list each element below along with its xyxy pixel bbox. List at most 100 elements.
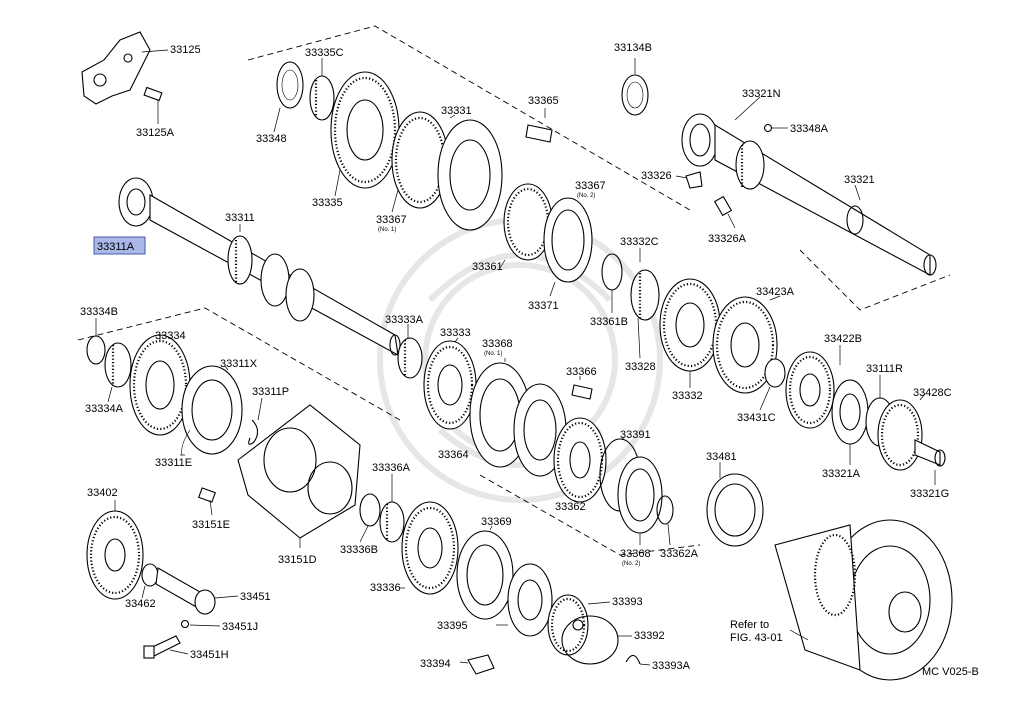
part-reference-housing[interactable] <box>774 519 953 681</box>
label-33151E[interactable]: 33151E <box>192 519 230 531</box>
part-33364-synchro-assembly[interactable] <box>469 358 567 477</box>
label-33451[interactable]: 33451 <box>240 591 271 603</box>
part-33393-gear[interactable] <box>547 594 611 656</box>
label-33321G[interactable]: 33321G <box>910 488 949 500</box>
part-33362A-snap-ring[interactable] <box>656 495 674 546</box>
label-33311P[interactable]: 33311P <box>252 386 289 398</box>
part-33431C-spacer[interactable] <box>759 358 786 411</box>
label-33334[interactable]: 33334 <box>155 330 186 342</box>
part-33394-block[interactable] <box>459 654 495 675</box>
label-33321[interactable]: 33321 <box>844 174 875 186</box>
label-33125A[interactable]: 33125A <box>136 127 175 139</box>
part-33326A-bolt[interactable] <box>713 195 736 229</box>
part-33336B-snap-ring[interactable] <box>359 493 381 543</box>
part-33332-gear[interactable] <box>659 278 721 388</box>
label-33402[interactable]: 33402 <box>87 487 118 499</box>
label-33422B[interactable]: 33422B <box>824 333 862 345</box>
part-33369-ring[interactable] <box>456 525 514 620</box>
label-33368-no1[interactable]: 33368 <box>482 338 513 350</box>
label-33326A[interactable]: 33326A <box>708 233 747 245</box>
label-33311[interactable]: 33311 <box>225 212 255 224</box>
part-33332C-bearing[interactable] <box>630 248 660 359</box>
label-33311E[interactable]: 33311E <box>155 457 192 469</box>
label-33423A[interactable]: 33423A <box>756 286 795 298</box>
label-33333[interactable]: 33333 <box>440 327 471 339</box>
label-33348[interactable]: 33348 <box>256 133 287 145</box>
part-33348A-ball[interactable] <box>763 123 789 133</box>
part-33451-shaft[interactable] <box>155 567 239 615</box>
label-33462[interactable]: 33462 <box>125 598 156 610</box>
label-33392[interactable]: 33392 <box>634 630 665 642</box>
part-33321-output-shaft[interactable] <box>681 96 937 276</box>
label-33335C[interactable]: 33335C <box>305 47 344 59</box>
label-33393A[interactable]: 33393A <box>652 660 691 672</box>
label-33362[interactable]: 33362 <box>555 501 586 513</box>
label-33428C[interactable]: 33428C <box>913 387 952 399</box>
part-33451J-ball[interactable] <box>180 619 221 629</box>
label-33451J[interactable]: 33451J <box>222 621 258 633</box>
label-33111R[interactable]: 33111R <box>866 363 903 375</box>
label-33451H[interactable]: 33451H <box>190 649 229 661</box>
part-33428C-gear[interactable] <box>877 393 926 471</box>
label-33336[interactable]: 33336 <box>370 582 401 594</box>
part-33392-ring[interactable] <box>561 615 632 665</box>
part-33326-lock-plate[interactable] <box>675 171 703 189</box>
label-33332C[interactable]: 33332C <box>620 236 659 248</box>
label-33369[interactable]: 33369 <box>481 516 512 528</box>
label-33361[interactable]: 33361 <box>472 261 503 273</box>
part-33365-key[interactable] <box>525 108 553 143</box>
label-33362A[interactable]: 33362A <box>660 548 699 560</box>
part-33334-gear[interactable] <box>129 334 191 436</box>
part-33321A-bearing[interactable] <box>831 379 869 465</box>
part-33333A-bearing[interactable] <box>397 324 423 379</box>
label-33371[interactable]: 33371 <box>528 300 559 312</box>
label-33331[interactable]: 33331 <box>441 105 472 117</box>
part-33336A-bearing[interactable] <box>379 474 405 543</box>
label-33391[interactable]: 33391 <box>620 429 651 441</box>
part-33311-input-shaft[interactable] <box>118 177 401 357</box>
part-33481-oil-seal[interactable] <box>706 462 764 547</box>
label-33326[interactable]: 33326 <box>641 170 672 182</box>
part-33371-synchro-ring[interactable] <box>543 197 593 297</box>
label-33367-no2[interactable]: 33367 <box>575 180 606 192</box>
label-33364[interactable]: 33364 <box>438 449 469 461</box>
part-33348-ring[interactable] <box>273 61 304 133</box>
label-33336A[interactable]: 33336A <box>372 462 411 474</box>
part-33362-hub[interactable] <box>553 417 607 503</box>
part-33423A-gear[interactable] <box>712 295 781 394</box>
label-33367-no1[interactable]: 33367 <box>376 214 407 226</box>
label-33311X[interactable]: 33311X <box>220 358 258 370</box>
label-33334A[interactable]: 33334A <box>85 403 124 415</box>
part-33311E-ring[interactable] <box>180 429 191 456</box>
part-33402-reverse-gear[interactable] <box>86 500 144 600</box>
part-33334B-snap-ring[interactable] <box>86 318 106 365</box>
part-33334A-bearing[interactable] <box>104 342 132 403</box>
label-33394[interactable]: 33394 <box>420 658 451 670</box>
part-33151E-bolt[interactable] <box>198 487 216 516</box>
part-33361B-snap-ring[interactable] <box>601 253 623 313</box>
part-33134B-snap-ring[interactable] <box>621 58 649 116</box>
label-33333A[interactable]: 33333A <box>385 314 424 326</box>
label-33361B[interactable]: 33361B <box>590 316 628 328</box>
part-33311X-ring[interactable] <box>181 365 243 455</box>
part-33335C-bearing[interactable] <box>309 58 335 121</box>
label-33365[interactable]: 33365 <box>528 95 559 107</box>
label-33393[interactable]: 33393 <box>612 596 643 608</box>
part-33333-gear[interactable] <box>423 337 477 430</box>
part-33336-gear[interactable] <box>400 501 459 595</box>
part-33125-bracket[interactable] <box>81 31 169 124</box>
label-33311A[interactable]: 33311A <box>97 241 135 253</box>
part-33321G-nut[interactable] <box>914 439 946 485</box>
part-33422B-gear[interactable] <box>785 345 841 429</box>
label-33321N[interactable]: 33321N <box>742 88 781 100</box>
label-33395[interactable]: 33395 <box>437 620 468 632</box>
part-33335-gear[interactable] <box>330 71 400 197</box>
part-33451H-bolt[interactable] <box>143 635 189 659</box>
label-33151D[interactable]: 33151D <box>278 554 317 566</box>
part-33366-key[interactable] <box>571 376 593 400</box>
part-33331-synchro-assembly[interactable] <box>391 111 503 231</box>
label-33328[interactable]: 33328 <box>625 361 656 373</box>
label-33336B[interactable]: 33336B <box>340 544 378 556</box>
label-33431C[interactable]: 33431C <box>737 412 776 424</box>
label-33134B[interactable]: 33134B <box>614 42 652 54</box>
